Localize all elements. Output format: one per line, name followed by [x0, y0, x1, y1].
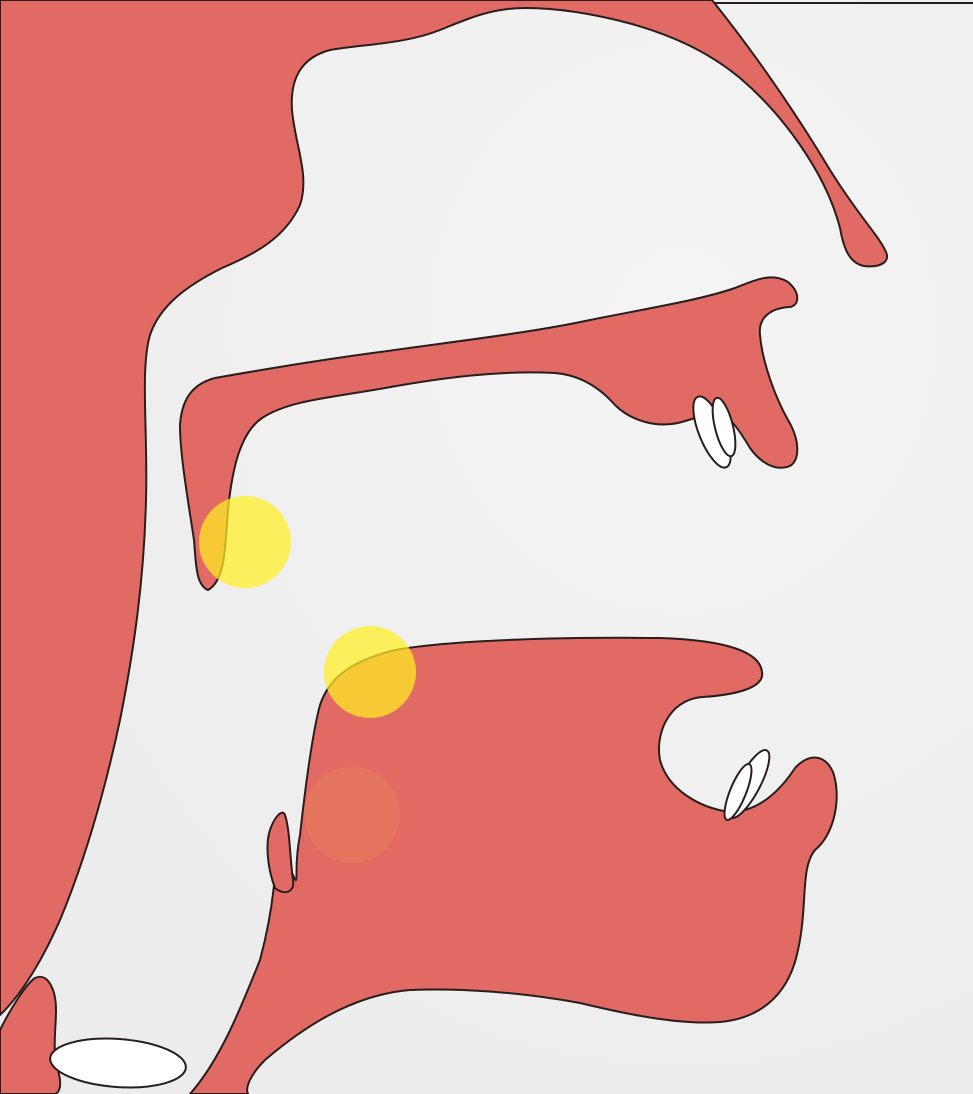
faint-spot: [304, 767, 400, 863]
highlight-tongue-back-point: [324, 626, 416, 718]
highlight-velum-point: [199, 496, 291, 588]
